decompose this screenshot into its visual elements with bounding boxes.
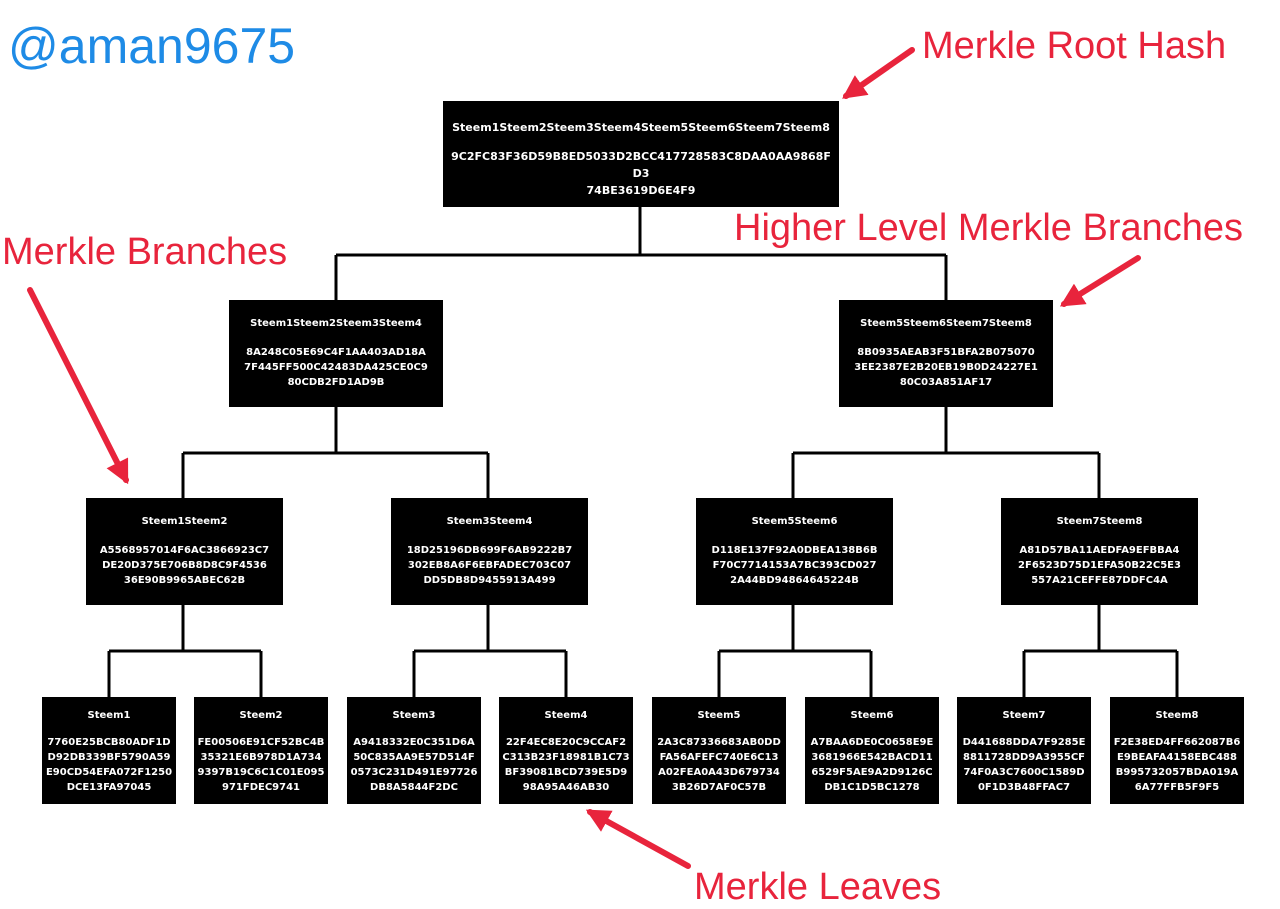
node-hash: 18D25196DB699F6AB9222B7 302EB8A6F6EBFADE…	[406, 545, 573, 586]
tree-connector-2	[181, 407, 490, 498]
leaf-node-8: Steem8 F2E38ED4FF662087B6 E9BEAFA4158EBC…	[1110, 697, 1244, 804]
watermark-username: @aman9675	[8, 18, 296, 74]
node-label: Steem1	[87, 710, 131, 721]
tree-connector-7	[1022, 605, 1179, 697]
leaf-node-1: Steem1 7760E25BCB80ADF1D D92DB339BF5790A…	[42, 697, 176, 804]
node-label: Steem1Steem2Steem3Steem4	[250, 318, 422, 329]
node-hash: A9418332E0C351D6A 50C835AA9E57D514F 0573…	[350, 737, 478, 793]
node-label: Steem5Steem6Steem7Steem8	[860, 318, 1032, 329]
node-label: Steem7Steem8	[1056, 516, 1143, 527]
higher-branch-node-left: Steem1Steem2Steem3Steem4 8A248C05E69C4F1…	[229, 300, 443, 407]
tree-connector-3	[791, 407, 1101, 498]
branch-node-2: Steem3Steem4 18D25196DB699F6AB9222B7 302…	[391, 498, 588, 605]
node-hash: D118E137F92A0DBEA138B6B F70C7714153A7BC3…	[711, 545, 878, 586]
leaf-node-7: Steem7 D441688DDA7F9285E 8811728DD9A3955…	[957, 697, 1091, 804]
annotation-higher-level-merkle-branches: Higher Level Merkle Branches	[734, 207, 1244, 249]
node-label: Steem1Steem2	[141, 516, 228, 527]
node-label: Steem5Steem6	[751, 516, 838, 527]
node-label: Steem1Steem2Steem3Steem4Steem5Steem6Stee…	[452, 121, 830, 134]
leaf-node-3: Steem3 A9418332E0C351D6A 50C835AA9E57D51…	[347, 697, 481, 804]
merkle-root-node: Steem1Steem2Steem3Steem4Steem5Steem6Stee…	[443, 101, 839, 207]
node-label: Steem3Steem4	[446, 516, 533, 527]
arrow-to-branch	[27, 287, 129, 485]
branch-node-4: Steem7Steem8 A81D57BA11AEDFA9EFBBA4 2F65…	[1001, 498, 1198, 605]
node-hash: 8A248C05E69C4F1AA403AD18A 7F445FF500C424…	[244, 347, 428, 388]
node-label: Steem2	[239, 710, 283, 721]
arrow-to-higher-branch	[1059, 255, 1141, 307]
node-label: Steem7	[1002, 710, 1046, 721]
arrow-to-leaf	[585, 809, 691, 869]
node-label: Steem4	[544, 710, 588, 721]
node-hash: A81D57BA11AEDFA9EFBBA4 2F6523D75D1EFA50B…	[1018, 545, 1181, 586]
arrow-to-root	[842, 47, 915, 99]
node-label: Steem8	[1155, 710, 1199, 721]
node-hash: 7760E25BCB80ADF1D D92DB339BF5790A59 E90C…	[45, 737, 173, 793]
node-label: Steem6	[850, 710, 894, 721]
tree-connector-1	[334, 207, 948, 300]
node-label: Steem3	[392, 710, 436, 721]
annotation-merkle-leaves: Merkle Leaves	[694, 866, 942, 908]
annotation-merkle-branches: Merkle Branches	[2, 231, 288, 273]
node-hash: A7BAA6DE0C0658E9E 3681966E542BACD11 6529…	[810, 737, 934, 793]
node-hash: FE00506E91CF52BC4B 35321E6B978D1A734 939…	[197, 737, 325, 793]
leaf-node-4: Steem4 22F4EC8E20C9CCAF2 C313B23F18981B1…	[499, 697, 633, 804]
node-hash: 9C2FC83F36D59B8ED5033D2BCC417728583C8DAA…	[451, 150, 831, 197]
leaf-node-2: Steem2 FE00506E91CF52BC4B 35321E6B978D1A…	[194, 697, 328, 804]
node-label: Steem5	[697, 710, 741, 721]
leaf-node-5: Steem5 2A3C87336683AB0DD FA56AFEFC740E6C…	[652, 697, 786, 804]
leaf-node-6: Steem6 A7BAA6DE0C0658E9E 3681966E542BACD…	[805, 697, 939, 804]
tree-connector-6	[717, 605, 873, 697]
tree-connector-5	[412, 605, 568, 697]
higher-branch-node-right: Steem5Steem6Steem7Steem8 8B0935AEAB3F51B…	[839, 300, 1053, 407]
node-hash: 2A3C87336683AB0DD FA56AFEFC740E6C13 A02F…	[657, 737, 781, 793]
node-hash: 22F4EC8E20C9CCAF2 C313B23F18981B1C73 BF3…	[502, 737, 630, 793]
node-hash: 8B0935AEAB3F51BFA2B075070 3EE2387E2B20EB…	[854, 347, 1038, 388]
branch-node-3: Steem5Steem6 D118E137F92A0DBEA138B6B F70…	[696, 498, 893, 605]
node-hash: F2E38ED4FF662087B6 E9BEAFA4158EBC488 B99…	[1113, 737, 1241, 793]
node-hash: A5568957014F6AC3866923C7 DE20D375E706B8D…	[99, 545, 270, 586]
branch-node-1: Steem1Steem2 A5568957014F6AC3866923C7 DE…	[86, 498, 283, 605]
tree-connector-4	[107, 605, 263, 697]
annotation-merkle-root-hash: Merkle Root Hash	[922, 25, 1227, 67]
node-hash: D441688DDA7F9285E 8811728DD9A3955CF 74F0…	[962, 737, 1086, 793]
